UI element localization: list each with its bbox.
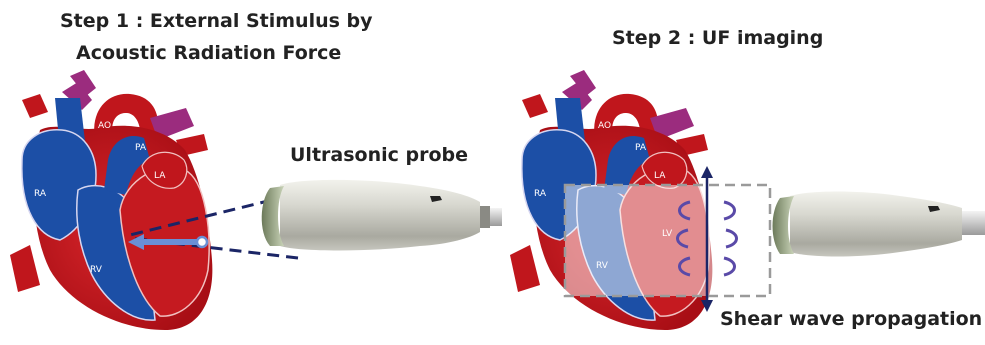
- probe-cable-step1: [490, 208, 502, 226]
- ultrasonic-probe-step2: [773, 192, 985, 257]
- imaging-plane: [565, 185, 770, 296]
- heart-label-rv: RV: [90, 265, 103, 275]
- top-vein-stub: [22, 94, 48, 118]
- heart-label-la: LA: [654, 171, 666, 181]
- ultrasonic-probe-label: Ultrasonic probe: [290, 144, 468, 166]
- heart-illustration-step1: AO PA LA RA RV: [10, 70, 212, 330]
- top-vein-stub: [522, 94, 548, 118]
- heart-label-ra: RA: [34, 189, 47, 199]
- heart-label-ao: AO: [598, 121, 611, 131]
- step1-title-line1: Step 1 : External Stimulus by: [60, 10, 373, 32]
- inferior-vena-cava: [10, 245, 40, 292]
- heart-label-ra: RA: [534, 189, 547, 199]
- ultrasonic-probe-step1: [262, 180, 490, 251]
- heart-label-la: LA: [154, 171, 166, 181]
- inferior-vena-cava: [510, 245, 540, 292]
- heart-label-ao: AO: [98, 121, 111, 131]
- step2-title: Step 2 : UF imaging: [612, 27, 823, 49]
- step1-title-line2: Acoustic Radiation Force: [76, 42, 341, 64]
- heart-label-pa: PA: [135, 143, 147, 153]
- shear-wave-label: Shear wave propagation: [720, 308, 982, 330]
- heart-label-pa: PA: [635, 143, 647, 153]
